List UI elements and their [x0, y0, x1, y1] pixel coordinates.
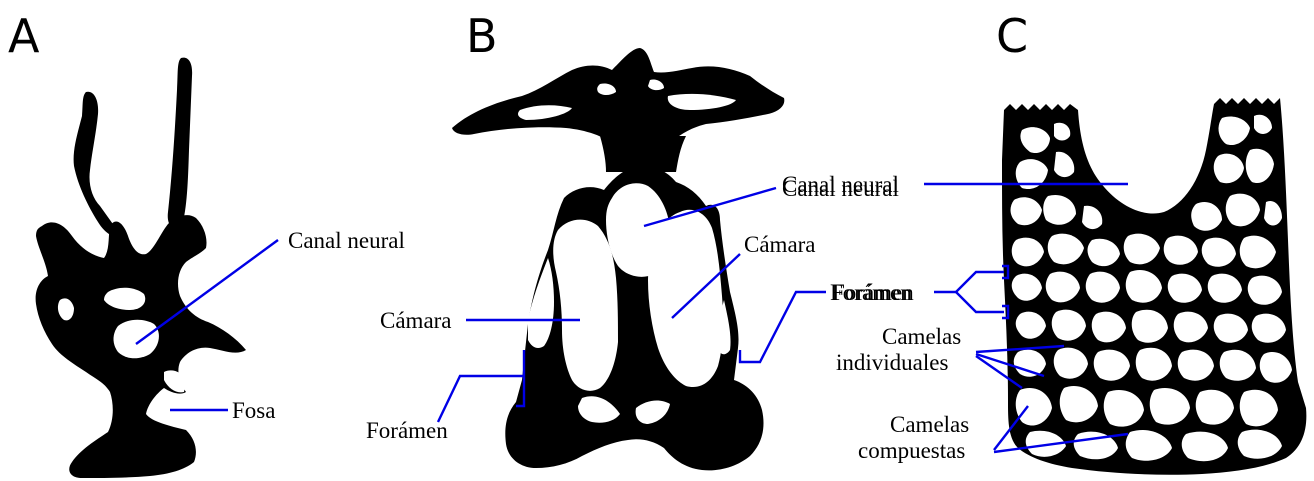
panel-a-label-fosa: Fosa: [232, 398, 275, 423]
panel-c-label-foramen: Forámen: [832, 280, 914, 305]
panel-a: A Canal neural Fosa: [8, 9, 405, 478]
panel-b: B Canal neural: [366, 9, 912, 470]
panel-b-foramen-right-leader: [740, 292, 826, 362]
panel-c-foramen-leader-upper: [956, 272, 1004, 292]
panel-b-label-foramen-left: Forámen: [366, 418, 448, 443]
panel-a-vertebra-section: [36, 58, 246, 478]
panel-c-letter: C: [996, 9, 1028, 63]
panel-b-label-camara-left: Cámara: [380, 308, 452, 333]
panel-b-label-camara-right: Cámara: [744, 232, 816, 257]
panel-c: C: [782, 9, 1306, 475]
panel-c-label-camelas-individuales-line2: individuales: [836, 350, 948, 375]
panel-a-letter: A: [8, 9, 40, 63]
panel-c-vertebra-section: [1002, 98, 1306, 475]
panel-b-letter: B: [466, 9, 498, 63]
panel-c-label-canal-neural: Canal neural: [782, 172, 899, 197]
panel-c-foramen-leader-lower: [956, 292, 1004, 312]
panel-c-label-camelas-compuestas-line1: Camelas: [890, 412, 969, 437]
panel-c-label-camelas-individuales-line1: Camelas: [882, 324, 961, 349]
panel-c-label-camelas-compuestas-line2: compuestas: [858, 438, 965, 463]
panel-a-label-canal-neural: Canal neural: [288, 228, 405, 253]
